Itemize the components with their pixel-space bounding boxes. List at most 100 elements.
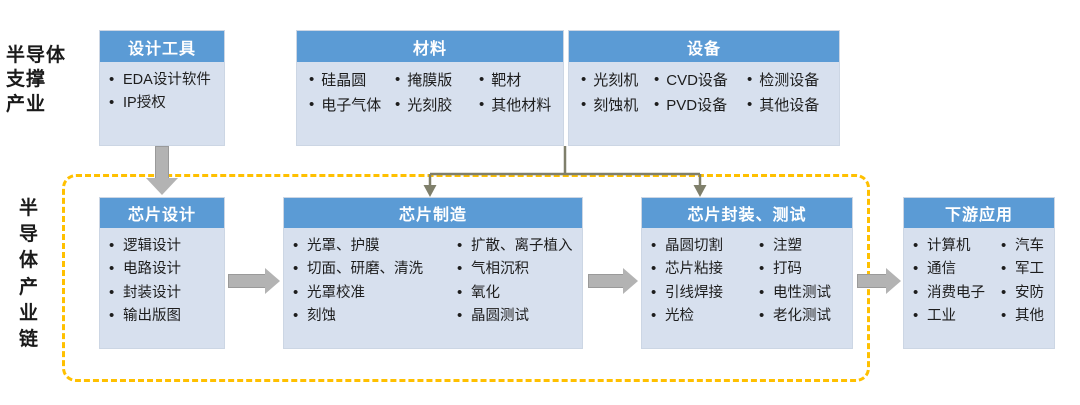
arrow-shaft xyxy=(857,274,887,288)
list-item: 引线焊接 xyxy=(650,281,754,306)
list-item: CVD设备 xyxy=(650,69,743,90)
list-item: 检测设备 xyxy=(743,69,819,90)
list-item: 刻蚀 xyxy=(292,304,452,329)
equipment-rows: 光刻机 CVD设备 检测设备 刻蚀机 PVD设备 其他设备 xyxy=(577,69,833,115)
downstream-col-1: 计算机 通信 消费电子 工业 xyxy=(912,234,996,329)
list-item: 安防 xyxy=(1000,281,1048,306)
list-item: 光刻胶 xyxy=(391,94,475,115)
list-item: 其他设备 xyxy=(743,94,819,115)
arrow-shaft xyxy=(588,274,624,288)
card-downstream-header: 下游应用 xyxy=(904,198,1054,228)
list-item: 工业 xyxy=(912,304,996,329)
section-label-industry-chain: 半导体产业链 xyxy=(14,196,44,353)
chip-package-col-1: 晶圆切割 芯片粘接 引线焊接 光检 xyxy=(650,234,754,329)
card-materials-header: 材料 xyxy=(297,31,563,62)
chip-manufacture-col-2: 扩散、离子植入 气相沉积 氧化 晶圆测试 xyxy=(456,234,576,329)
design-tools-list: EDA设计软件 IP授权 xyxy=(108,68,218,116)
card-equipment-body: 光刻机 CVD设备 检测设备 刻蚀机 PVD设备 其他设备 xyxy=(569,62,839,120)
arrow-shaft xyxy=(228,274,266,288)
card-downstream-applications[interactable]: 下游应用 计算机 通信 消费电子 工业 汽车 军工 安防 其他 xyxy=(903,197,1055,349)
list-item: IP授权 xyxy=(108,91,218,116)
card-chip-package-test[interactable]: 芯片封装、测试 晶圆切割 芯片粘接 引线焊接 光检 注塑 打码 电性测试 老化测… xyxy=(641,197,853,349)
downstream-list-1: 计算机 通信 消费电子 工业 xyxy=(912,234,996,329)
arrow-manufacture-to-package xyxy=(588,268,638,294)
arrow-shaft xyxy=(155,146,169,179)
list-item: 电子气体 xyxy=(305,94,391,115)
card-downstream-body: 计算机 通信 消费电子 工业 汽车 军工 安防 其他 xyxy=(904,228,1054,334)
list-item: 通信 xyxy=(912,257,996,282)
list-item: 靶材 xyxy=(475,69,521,90)
support-label-line-3: 产业 xyxy=(6,93,47,115)
list-item: EDA设计软件 xyxy=(108,68,218,93)
arrow-head xyxy=(146,178,178,195)
list-item: 晶圆测试 xyxy=(456,304,576,329)
list-item: 掩膜版 xyxy=(391,69,475,90)
equipment-row: 光刻机 CVD设备 检测设备 xyxy=(577,69,833,90)
list-item: 汽车 xyxy=(1000,234,1048,259)
materials-row: 硅晶圆 掩膜版 靶材 xyxy=(305,69,557,90)
arrow-design-tools-to-chip-design xyxy=(146,146,178,196)
list-item: 封装设计 xyxy=(108,281,218,306)
list-item: 光罩校准 xyxy=(292,281,452,306)
support-label-line-2: 支撑 xyxy=(6,69,47,91)
list-item: 切面、研磨、清洗 xyxy=(292,257,452,282)
card-chip-manufacture-header: 芯片制造 xyxy=(284,198,582,228)
card-materials-body: 硅晶圆 掩膜版 靶材 电子气体 光刻胶 其他材料 xyxy=(297,62,563,120)
chip-manufacture-col-1: 光罩、护膜 切面、研磨、清洗 光罩校准 刻蚀 xyxy=(292,234,452,329)
support-label-line-1: 半导体 xyxy=(6,45,67,66)
list-item: 打码 xyxy=(758,257,846,282)
list-item: 光刻机 xyxy=(577,69,650,90)
chip-package-col-2: 注塑 打码 电性测试 老化测试 xyxy=(758,234,846,329)
downstream-list-2: 汽车 军工 安防 其他 xyxy=(1000,234,1048,329)
card-chip-manufacture[interactable]: 芯片制造 光罩、护膜 切面、研磨、清洗 光罩校准 刻蚀 扩散、离子植入 气相沉积… xyxy=(283,197,583,349)
list-item: 电性测试 xyxy=(758,281,846,306)
chip-package-list-2: 注塑 打码 电性测试 老化测试 xyxy=(758,234,846,329)
list-item: 输出版图 xyxy=(108,304,218,329)
list-item: PVD设备 xyxy=(650,94,743,115)
arrow-package-to-downstream xyxy=(857,268,901,294)
card-chip-manufacture-body: 光罩、护膜 切面、研磨、清洗 光罩校准 刻蚀 扩散、离子植入 气相沉积 氧化 晶… xyxy=(284,228,582,334)
arrow-head xyxy=(623,268,638,294)
arrow-head xyxy=(265,268,280,294)
materials-rows: 硅晶圆 掩膜版 靶材 电子气体 光刻胶 其他材料 xyxy=(305,69,557,115)
list-item: 其他材料 xyxy=(475,94,551,115)
card-chip-design-body: 逻辑设计 电路设计 封装设计 输出版图 xyxy=(100,228,224,334)
list-item: 光检 xyxy=(650,304,754,329)
list-item: 硅晶圆 xyxy=(305,69,391,90)
chip-manufacture-list-2: 扩散、离子植入 气相沉积 氧化 晶圆测试 xyxy=(456,234,576,329)
card-equipment[interactable]: 设备 光刻机 CVD设备 检测设备 刻蚀机 PVD设备 其他设备 xyxy=(568,30,840,146)
industry-chain-label-text: 半导体产业链 xyxy=(18,198,39,351)
list-item: 军工 xyxy=(1000,257,1048,282)
list-item: 光罩、护膜 xyxy=(292,234,452,259)
list-item: 氧化 xyxy=(456,281,576,306)
list-item: 扩散、离子植入 xyxy=(456,234,576,259)
card-design-tools[interactable]: 设计工具 EDA设计软件 IP授权 xyxy=(99,30,225,146)
card-equipment-header: 设备 xyxy=(569,31,839,62)
card-chip-design-header: 芯片设计 xyxy=(100,198,224,228)
card-design-tools-body: EDA设计软件 IP授权 xyxy=(100,62,224,121)
list-item: 其他 xyxy=(1000,304,1048,329)
card-chip-package-test-body: 晶圆切割 芯片粘接 引线焊接 光检 注塑 打码 电性测试 老化测试 xyxy=(642,228,852,334)
card-materials[interactable]: 材料 硅晶圆 掩膜版 靶材 电子气体 光刻胶 其他材料 xyxy=(296,30,564,146)
chip-design-list: 逻辑设计 电路设计 封装设计 输出版图 xyxy=(108,234,218,329)
list-item: 电路设计 xyxy=(108,257,218,282)
list-item: 老化测试 xyxy=(758,304,846,329)
list-item: 刻蚀机 xyxy=(577,94,650,115)
equipment-row: 刻蚀机 PVD设备 其他设备 xyxy=(577,94,833,115)
chip-package-list-1: 晶圆切割 芯片粘接 引线焊接 光检 xyxy=(650,234,754,329)
card-chip-design[interactable]: 芯片设计 逻辑设计 电路设计 封装设计 输出版图 xyxy=(99,197,225,349)
card-chip-package-test-header: 芯片封装、测试 xyxy=(642,198,852,228)
list-item: 逻辑设计 xyxy=(108,234,218,259)
arrow-design-to-manufacture xyxy=(228,268,280,294)
chip-manufacture-list-1: 光罩、护膜 切面、研磨、清洗 光罩校准 刻蚀 xyxy=(292,234,452,329)
card-design-tools-header: 设计工具 xyxy=(100,31,224,62)
list-item: 气相沉积 xyxy=(456,257,576,282)
arrow-head xyxy=(886,268,901,294)
list-item: 消费电子 xyxy=(912,281,996,306)
section-label-support-industry: 半导体 支撑 产业 xyxy=(6,44,90,117)
list-item: 芯片粘接 xyxy=(650,257,754,282)
materials-row: 电子气体 光刻胶 其他材料 xyxy=(305,94,557,115)
list-item: 计算机 xyxy=(912,234,996,259)
connector-supply-to-manufacture-and-package xyxy=(420,146,710,198)
